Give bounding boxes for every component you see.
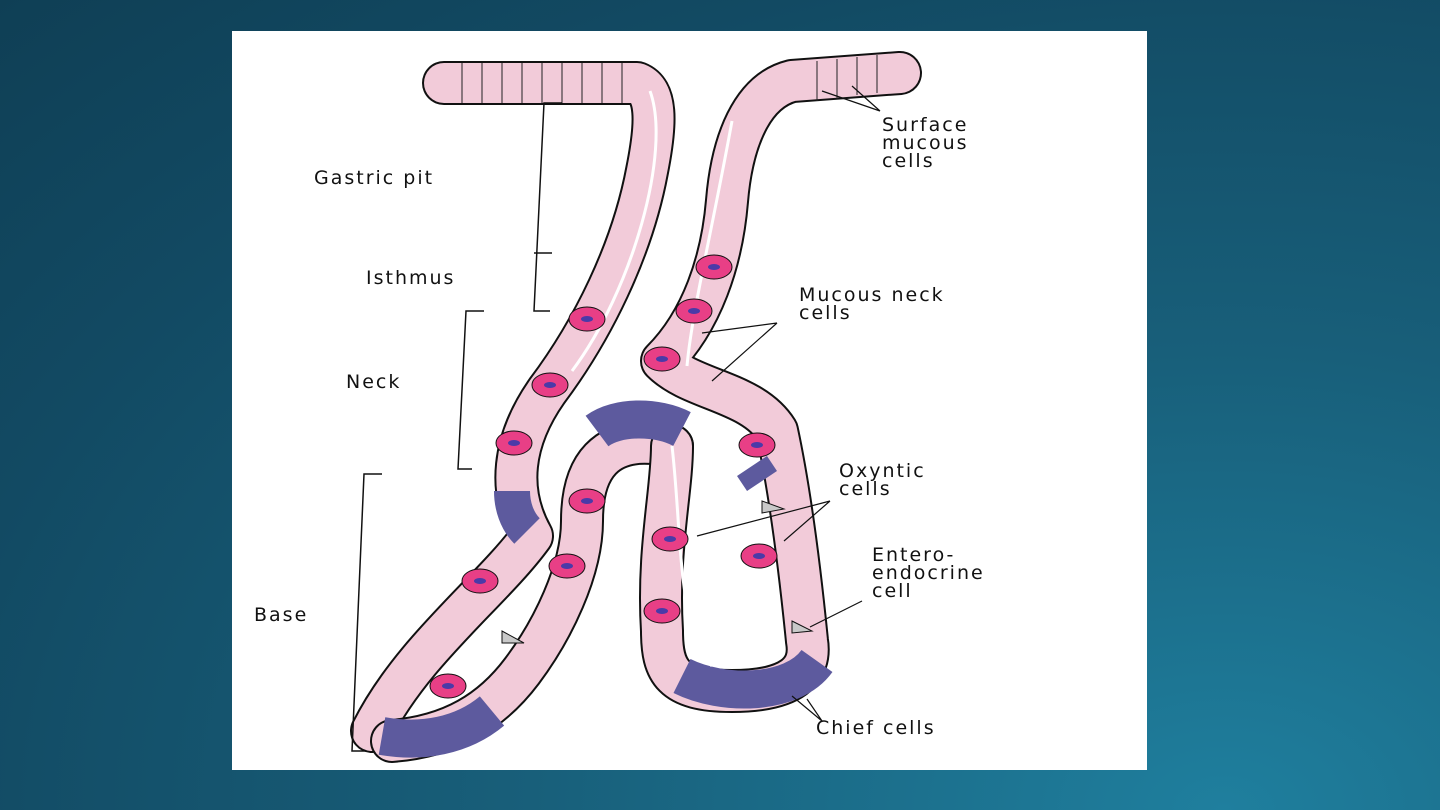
label-enteroendocrine-1: Entero- [872, 544, 956, 566]
label-isthmus: Isthmus [366, 267, 456, 289]
chief-leader [791, 695, 823, 722]
enteroendocrine-cell [501, 630, 525, 644]
label-mucous-neck-1: Mucous neck [799, 284, 945, 306]
enteroendocrine-cell [791, 620, 814, 634]
neck-bracket [457, 310, 484, 470]
gastric-gland-figure: Gastric pit Isthmus Neck Base Surface mu… [232, 31, 1147, 770]
label-oxyntic-1: Oxyntic [839, 460, 926, 482]
gastric-pit-bracket [533, 102, 562, 312]
gland-walls [350, 51, 922, 763]
label-surface-mucous-1: Surface [882, 114, 969, 136]
label-mucous-neck-2: cells [799, 302, 852, 324]
enteroendocrine-leader [809, 600, 863, 628]
label-surface-mucous-2: mucous [882, 132, 969, 154]
oxyntic-cells [429, 254, 778, 699]
cell-boundaries [461, 55, 878, 103]
right-limb-fill [640, 53, 920, 711]
label-base: Base [254, 604, 309, 626]
surface-mucous-leader [821, 85, 881, 112]
base-bracket [351, 473, 382, 752]
leader-lines [696, 85, 881, 722]
mucous-neck-leader [701, 322, 778, 382]
label-oxyntic-2: cells [839, 478, 892, 500]
label-gastric-pit: Gastric pit [314, 167, 435, 189]
enteroendocrine-cells [501, 500, 814, 644]
label-neck: Neck [346, 371, 402, 393]
label-surface-mucous-3: cells [882, 150, 935, 172]
enteroendocrine-cell [761, 500, 786, 514]
chief-cells-bottom-left [378, 695, 505, 758]
label-enteroendocrine-2: endocrine [872, 562, 985, 584]
chief-cells-mid-right [737, 456, 777, 491]
chief-cells-bottom-right [673, 648, 833, 709]
chief-cells-mid-left [494, 490, 541, 544]
label-enteroendocrine-3: cell [872, 580, 913, 602]
region-brackets [351, 102, 562, 752]
chief-cells-top [585, 400, 691, 448]
label-chief-cells: Chief cells [816, 717, 936, 739]
gland-diagram [350, 51, 922, 763]
oxyntic-leader [696, 500, 831, 542]
